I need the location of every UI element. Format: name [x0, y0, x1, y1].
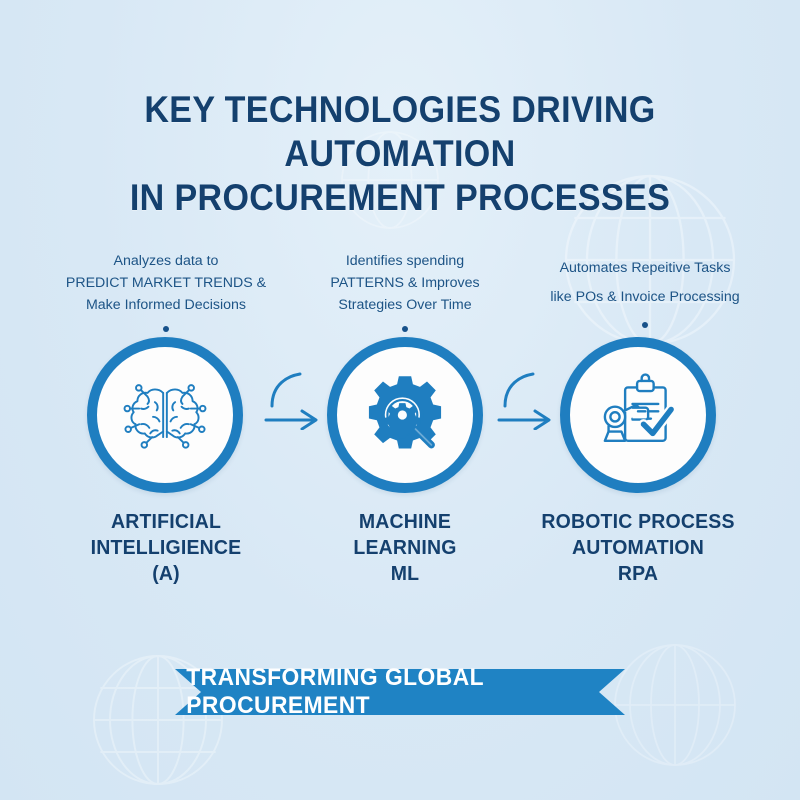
- step-1-desc-line-3: Make Informed Decisions: [85, 297, 247, 313]
- step-1-caption-line-1: ARTIFICIAL: [110, 510, 222, 533]
- step-1-connector-dot: [163, 326, 169, 332]
- gear-magnifier-icon: [361, 371, 449, 459]
- step-2-caption-line-1: MACHINE: [358, 510, 452, 533]
- step-3-desc-line-2: like POs & Invoice Processing: [550, 289, 740, 305]
- step-1-desc-line-2: PREDICT MARKET TRENDS &: [65, 275, 267, 291]
- arrow-ai-to-ml: [262, 368, 326, 435]
- step-1-caption-line-2: INTELLIGIENCE: [90, 536, 242, 559]
- brain-circuit-icon: [119, 369, 211, 461]
- step-2-connector-dot: [402, 326, 408, 332]
- step-1-desc-line-1: Analyzes data to: [113, 253, 219, 269]
- ribbon-label: TRANSFORMING GLOBAL PROCUREMENT: [186, 664, 484, 719]
- step-1-icon-circle[interactable]: [87, 337, 243, 493]
- step-3-desc-line-1: Automates Repeitive Tasks: [559, 260, 731, 276]
- step-3-caption-line-1: ROBOTIC PROCESS: [541, 510, 735, 533]
- step-robotic-process-automation: Automates Repeitive Tasks like POs & Inv…: [510, 254, 780, 328]
- step-3-caption-line-3: RPA: [617, 562, 659, 585]
- step-2-caption-line-2: LEARNING: [353, 536, 457, 559]
- step-1-description: Analyzes data to PREDICT MARKET TRENDS &…: [35, 250, 297, 316]
- step-machine-learning: Identifies spending PATTERNS & Improves …: [300, 250, 510, 332]
- footer-ribbon-banner: TRANSFORMING GLOBAL PROCUREMENT: [175, 664, 625, 719]
- step-2-icon-circle[interactable]: [327, 337, 483, 493]
- title-line-2: IN PROCUREMENT PROCESSES: [129, 177, 671, 218]
- step-2-caption: MACHINE LEARNING ML: [282, 509, 529, 587]
- step-2-desc-line-3: Strategies Over Time: [338, 297, 472, 313]
- ribbon-shape: [175, 669, 625, 715]
- step-1-caption: ARTIFICIAL INTELLIGIENCE (A): [43, 509, 290, 587]
- page-title: KEY TECHNOLOGIES DRIVING AUTOMATION IN P…: [32, 88, 768, 220]
- step-2-description: Identifies spending PATTERNS & Improves …: [300, 250, 510, 316]
- step-1-caption-line-3: (A): [152, 562, 180, 585]
- step-3-icon-circle[interactable]: [560, 337, 716, 493]
- step-2-desc-line-1: Identifies spending: [345, 253, 465, 269]
- step-3-caption: ROBOTIC PROCESS AUTOMATION RPA: [515, 509, 762, 587]
- robot-clipboard-check-icon: [592, 369, 684, 461]
- step-3-connector-dot: [642, 322, 648, 328]
- step-2-desc-line-2: PATTERNS & Improves: [330, 275, 480, 291]
- title-line-1: KEY TECHNOLOGIES DRIVING AUTOMATION: [144, 89, 656, 174]
- arrow-ml-to-rpa: [495, 368, 559, 435]
- step-2-caption-line-3: ML: [390, 562, 420, 585]
- step-3-caption-line-2: AUTOMATION: [571, 536, 705, 559]
- step-3-description: Automates Repeitive Tasks like POs & Inv…: [510, 254, 780, 312]
- step-artificial-intelligence: Analyzes data to PREDICT MARKET TRENDS &…: [35, 250, 297, 332]
